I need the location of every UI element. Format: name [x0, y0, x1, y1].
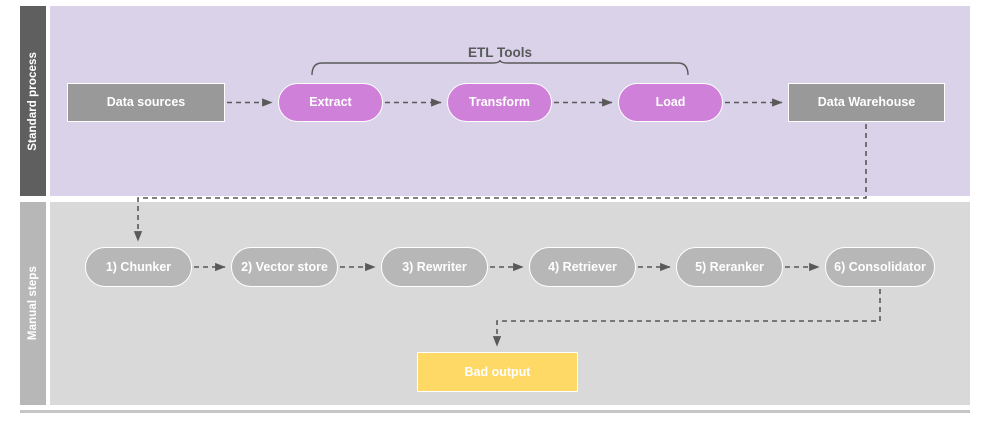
node-transform-label: Transform [468, 95, 531, 110]
node-chunker[interactable]: 1) Chunker [85, 247, 192, 287]
node-retriever[interactable]: 4) Retriever [529, 247, 636, 287]
node-data-sources-label: Data sources [106, 95, 186, 110]
node-bad-output[interactable]: Bad output [417, 352, 578, 392]
node-load[interactable]: Load [618, 83, 723, 122]
bottom-divider [20, 410, 970, 413]
node-consolidator[interactable]: 6) Consolidator [825, 247, 935, 287]
node-load-label: Load [655, 95, 686, 110]
node-data-sources[interactable]: Data sources [67, 83, 225, 122]
swimlane-manual-steps-label: Manual steps [27, 266, 39, 341]
node-transform[interactable]: Transform [447, 83, 552, 122]
node-vector-store-label: 2) Vector store [241, 259, 328, 274]
etl-tools-label: ETL Tools [468, 45, 532, 60]
node-reranker-label: 5) Reranker [695, 259, 764, 274]
swimlane-standard-process-header: Standard process [20, 6, 46, 196]
node-consolidator-label: 6) Consolidator [834, 259, 926, 274]
node-reranker[interactable]: 5) Reranker [676, 247, 783, 287]
node-rewriter[interactable]: 3) Rewriter [381, 247, 488, 287]
node-extract[interactable]: Extract [278, 83, 383, 122]
node-chunker-label: 1) Chunker [105, 259, 172, 274]
node-bad-output-label: Bad output [464, 364, 531, 379]
node-data-warehouse[interactable]: Data Warehouse [788, 83, 945, 122]
node-retriever-label: 4) Retriever [548, 259, 617, 274]
node-rewriter-label: 3) Rewriter [402, 259, 467, 274]
etl-tools-bracket-icon [311, 60, 689, 76]
node-data-warehouse-label: Data Warehouse [817, 95, 916, 110]
swimlane-manual-steps-header: Manual steps [20, 202, 46, 405]
node-vector-store[interactable]: 2) Vector store [231, 247, 338, 287]
node-extract-label: Extract [309, 95, 352, 110]
swimlane-standard-process-label: Standard process [27, 51, 39, 151]
